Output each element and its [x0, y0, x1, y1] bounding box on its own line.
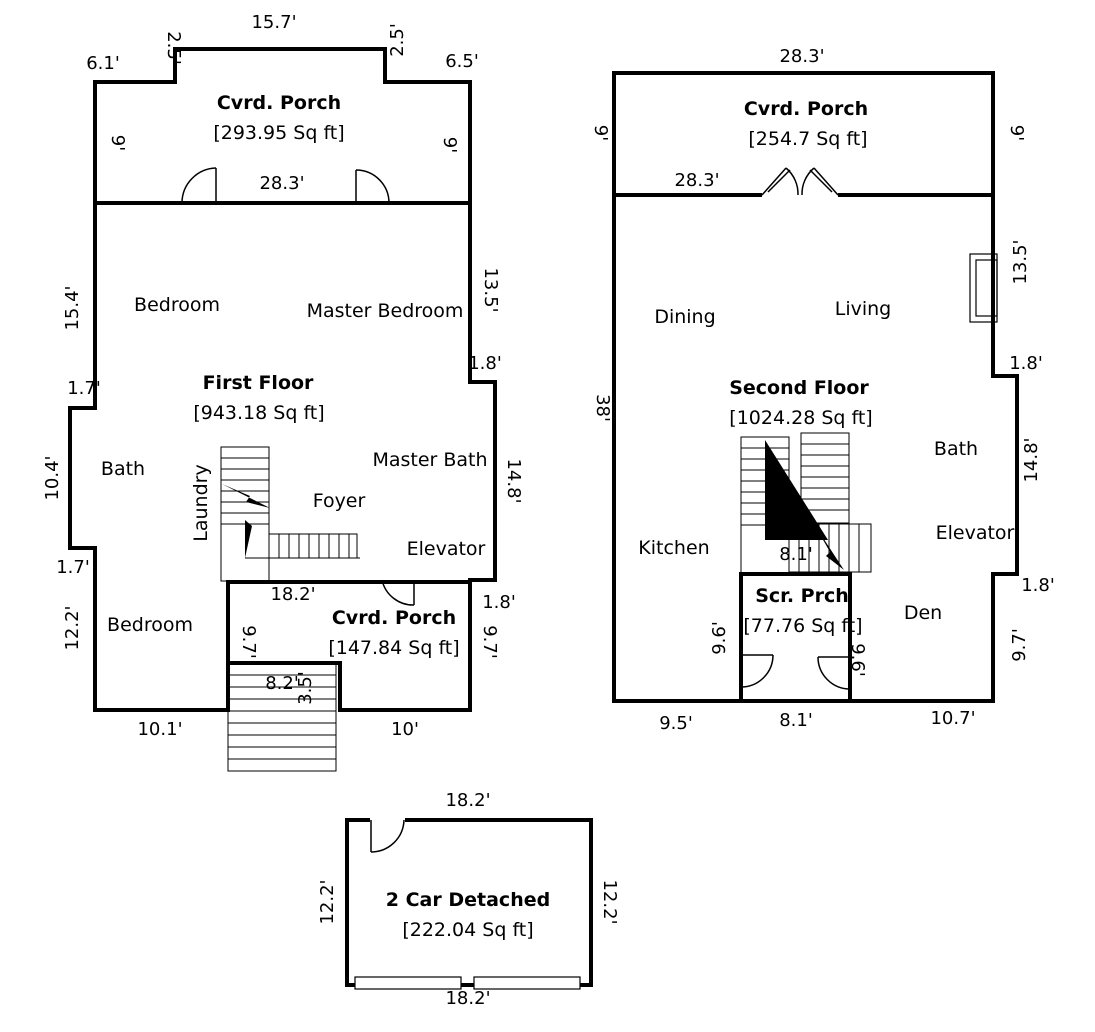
dim-sf-right-mid: 14.8'	[1021, 437, 1042, 482]
dim-sf-scr-right: 9.6'	[847, 643, 868, 677]
dim-ff-left-jog-top: 1.7'	[67, 378, 101, 399]
back-porch-area: [147.84 Sq ft]	[328, 637, 459, 659]
dim-sf-bottom-left: 9.5'	[659, 713, 693, 734]
dim-ff-left-top: 6.1'	[86, 53, 120, 74]
garage-plan: 2 Car Detached [222.04 Sq ft] 18.2' 18.2…	[317, 790, 620, 1009]
back-steps	[227, 662, 337, 772]
room-elevator-second: Elevator	[936, 522, 1015, 544]
screen-porch-area: [77.76 Sq ft]	[743, 615, 862, 637]
dim-sf-porch-bottom: 28.3'	[674, 170, 719, 191]
dim-ff-right-mid: 14.8'	[503, 458, 524, 503]
dim-sf-top: 28.3'	[779, 46, 824, 67]
dim-ff-left-upper: 15.4'	[62, 285, 83, 330]
back-porch-title: Cvrd. Porch	[332, 607, 456, 629]
dim-ff-steps-depth: 3.5'	[295, 671, 316, 705]
garage-area: [222.04 Sq ft]	[402, 919, 533, 941]
front-porch-title: Cvrd. Porch	[217, 92, 341, 114]
dim-sf-porch-left: 9'	[590, 125, 611, 141]
dim-sf-right-lower: 9.7'	[1009, 628, 1030, 662]
second-porch-double-door	[761, 167, 839, 196]
room-bedroom-lower: Bedroom	[107, 614, 193, 636]
screen-porch-door-right	[817, 656, 851, 690]
room-elevator: Elevator	[407, 538, 486, 560]
front-porch-door-right	[355, 169, 390, 204]
dim-ff-bottom-right: 10'	[391, 719, 419, 740]
screen-porch-title: Scr. Prch	[755, 585, 849, 607]
garage-wall	[345, 818, 593, 987]
first-floor-stairs	[220, 446, 360, 582]
first-floor-outer-wall	[68, 201, 497, 712]
dim-ff-right-jog: 1.8'	[468, 353, 502, 374]
dim-ff-left-jog-bottom: 1.7'	[56, 557, 90, 578]
room-den: Den	[904, 602, 942, 624]
first-floor-area: [943.18 Sq ft]	[193, 402, 324, 424]
dim-ff-porch2-right: 9.7'	[479, 625, 500, 659]
second-porch-area: [254.7 Sq ft]	[748, 128, 867, 150]
dim-garage-top: 18.2'	[445, 790, 490, 811]
room-kitchen: Kitchen	[638, 537, 709, 559]
front-porch-door-left	[181, 167, 217, 204]
room-bath-second: Bath	[934, 438, 978, 460]
dim-sf-bottom-right: 10.7'	[930, 708, 975, 729]
dim-ff-porch2-left: 9.7'	[238, 625, 259, 659]
dim-ff-left-lower: 12.2'	[62, 605, 83, 650]
dim-ff-right-top: 6.5'	[445, 51, 479, 72]
room-dining: Dining	[654, 306, 715, 328]
dim-sf-bottom-mid: 8.1'	[779, 710, 813, 731]
dim-ff-porch-bottom: 28.3'	[259, 173, 304, 194]
dim-ff-steps-width: 8.2'	[265, 673, 299, 694]
dim-ff-right-upper: 13.5'	[480, 267, 501, 312]
room-master-bedroom: Master Bedroom	[307, 300, 464, 322]
dim-ff-bottom-left: 10.1'	[137, 719, 182, 740]
dim-ff-top: 15.7'	[251, 12, 296, 33]
room-master-bath: Master Bath	[372, 449, 487, 471]
second-floor-stairs	[740, 432, 872, 575]
second-floor-title: Second Floor	[729, 377, 869, 399]
fireplace	[969, 253, 998, 323]
room-laundry: Laundry	[190, 464, 212, 541]
dim-ff-left-mid: 10.4'	[42, 455, 63, 500]
dim-sf-right-upper: 13.5'	[1010, 239, 1031, 284]
room-bedroom-upper: Bedroom	[134, 294, 220, 316]
dim-sf-porch-right: 9'	[1006, 125, 1027, 141]
dim-garage-left: 12.2'	[317, 879, 338, 924]
garage-title: 2 Car Detached	[386, 889, 550, 911]
front-porch-wall	[93, 47, 472, 203]
second-porch-title: Cvrd. Porch	[744, 98, 868, 120]
dim-ff-porch2-right-jog: 1.8'	[482, 592, 516, 613]
first-floor-plan: Cvrd. Porch [293.95 Sq ft] Bedroom Maste…	[42, 12, 524, 772]
room-living: Living	[835, 298, 892, 320]
dim-garage-right: 12.2'	[599, 879, 620, 924]
dim-ff-porch-left: 9'	[107, 135, 128, 151]
second-floor-plan: Cvrd. Porch [254.7 Sq ft] Dining Living …	[590, 46, 1055, 734]
dim-ff-porch-right: 9'	[439, 137, 460, 153]
dim-ff-top-right-jog: 2.5'	[387, 23, 408, 57]
screen-porch-wall	[739, 572, 852, 701]
dim-sf-right-jog-bottom: 1.8'	[1021, 575, 1055, 596]
dim-garage-bottom: 18.2'	[445, 988, 490, 1009]
dim-sf-scr-top: 8.1'	[779, 544, 813, 565]
screen-porch-door-left	[740, 654, 774, 688]
dim-sf-scr-left: 9.6'	[709, 621, 730, 655]
second-floor-area: [1024.28 Sq ft]	[729, 407, 872, 429]
dim-ff-porch2-top: 18.2'	[270, 584, 315, 605]
dim-sf-right-jog-top: 1.8'	[1009, 353, 1043, 374]
dim-sf-left-full: 38'	[592, 394, 613, 422]
back-porch-door	[381, 579, 415, 606]
first-floor-title: First Floor	[203, 372, 314, 394]
garage-overhead-doors	[354, 976, 581, 990]
dim-ff-top-left-jog: 2.5'	[163, 31, 184, 65]
room-foyer: Foyer	[313, 490, 366, 512]
front-porch-area: [293.95 Sq ft]	[213, 122, 344, 144]
room-bath: Bath	[101, 458, 145, 480]
garage-door-person	[370, 819, 405, 853]
